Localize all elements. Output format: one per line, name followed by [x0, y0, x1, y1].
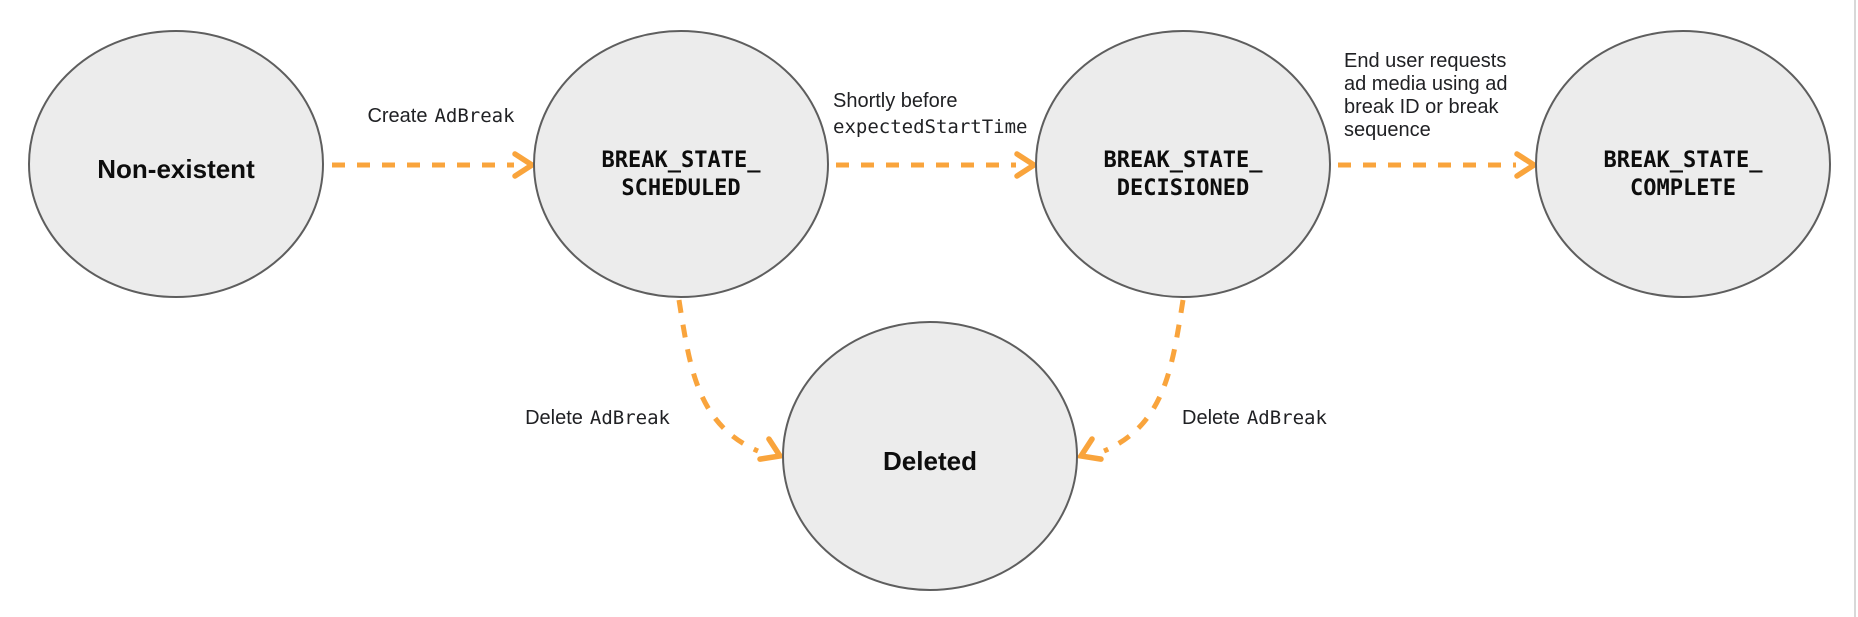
arrowhead-right-icon — [1514, 151, 1540, 179]
edge-label-line1: Shortly before — [833, 90, 958, 112]
node-label: Deleted — [883, 446, 977, 476]
node-label-line2: COMPLETE — [1630, 176, 1736, 201]
arrowhead-down-right-icon — [757, 436, 785, 462]
node-label-line2: DECISIONED — [1117, 176, 1249, 201]
node-break-state-complete: BREAK_STATE_ COMPLETE — [1535, 30, 1831, 298]
edge-label-line4: sequence — [1344, 119, 1431, 141]
edge-end-user-requests: End user requests ad media using ad brea… — [1338, 50, 1540, 179]
node-break-state-decisioned: BREAK_STATE_ DECISIONED — [1035, 30, 1331, 298]
node-label: Non-existent — [97, 154, 255, 184]
edge-label-line3: break ID or break — [1344, 96, 1500, 118]
node-break-state-scheduled: BREAK_STATE_ SCHEDULED — [533, 30, 829, 298]
edge-curve — [676, 299, 759, 454]
node-label-line1: BREAK_STATE_ — [602, 148, 762, 173]
node-label-line1: BREAK_STATE_ — [1604, 148, 1764, 173]
arrowhead-right-icon — [512, 151, 538, 179]
node-circle — [782, 321, 1078, 591]
node-circle — [1035, 30, 1331, 298]
edge-shortly-before-expectedstarttime: Shortly before expectedStartTime — [833, 90, 1040, 179]
node-label-line1: BREAK_STATE_ — [1104, 148, 1264, 173]
edge-label-line2: ad media using ad — [1344, 73, 1507, 95]
edge-curve — [1103, 299, 1186, 454]
arrowhead-down-left-icon — [1076, 436, 1104, 462]
arrowhead-right-icon — [1014, 151, 1040, 179]
node-non-existent: Non-existent — [28, 30, 324, 298]
node-deleted: Deleted — [782, 321, 1078, 591]
node-circle — [533, 30, 829, 298]
node-label-line2: SCHEDULED — [621, 176, 740, 201]
node-circle — [1535, 30, 1831, 298]
node-circle — [28, 30, 324, 298]
edge-label-line1: End user requests — [1344, 50, 1506, 72]
edge-label-line2: expectedStartTime — [833, 116, 1027, 138]
